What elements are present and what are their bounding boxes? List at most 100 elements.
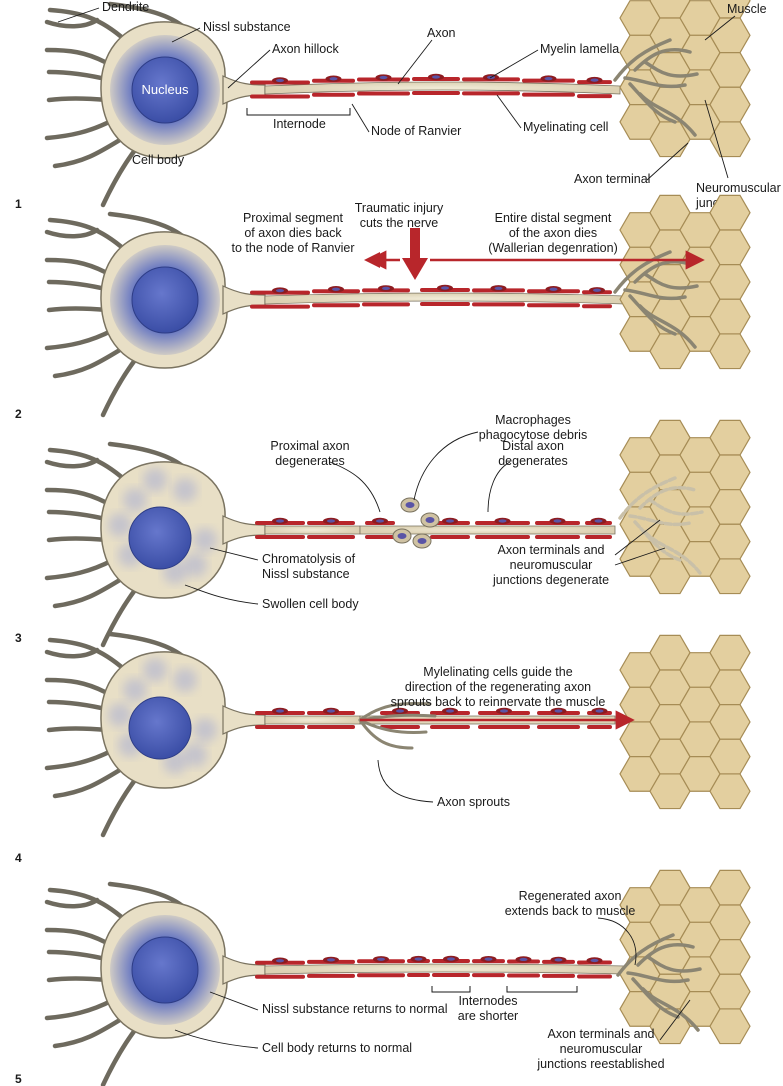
dendrite-branch xyxy=(47,887,128,923)
axon xyxy=(250,73,621,99)
dispersed-nissl xyxy=(173,478,197,502)
myelin-sheath xyxy=(362,302,410,307)
myelin-sheath xyxy=(472,973,505,978)
myelinating-cell-nucleus xyxy=(519,957,528,962)
myelinating-cell-nucleus xyxy=(327,709,335,713)
leader-line xyxy=(646,142,689,181)
internodes-label-line: Internodes xyxy=(458,994,517,1008)
terminal-branch xyxy=(638,92,697,137)
macrophage-nucleus xyxy=(425,517,435,523)
axon-sprout xyxy=(358,701,432,722)
terminal-branch xyxy=(633,520,682,562)
myelinating-cell-nucleus xyxy=(276,959,284,963)
dendrite-branch xyxy=(44,17,100,29)
muscle-fibers xyxy=(619,194,751,370)
dendrite-branch xyxy=(52,765,126,799)
muscle-fiber xyxy=(709,773,751,810)
macrophage-nucleus xyxy=(397,533,407,539)
terminals-degenerate-label: Axon terminals andneuromuscularjunctions… xyxy=(492,543,609,587)
dendrite-branch xyxy=(44,487,108,505)
leader-line xyxy=(174,1029,259,1049)
myelin-sheath xyxy=(357,91,410,96)
terminals-degenerate-label-line: neuromuscular xyxy=(510,558,593,572)
dendrite-branch xyxy=(52,575,126,609)
axon-hillock xyxy=(222,955,266,985)
terminal-branch xyxy=(613,250,672,294)
dendrite-branch xyxy=(44,997,116,1021)
distal-label-line: (Wallerian degenration) xyxy=(488,241,617,255)
node-label: Node of Ranvier xyxy=(371,124,461,138)
dispersed-nissl xyxy=(143,658,167,682)
myelin-sheath xyxy=(255,725,305,729)
dendrite-branch xyxy=(44,457,100,469)
myelin-sheath xyxy=(507,973,540,978)
dendrite-branch xyxy=(44,897,100,909)
dendrite-branch xyxy=(44,647,100,659)
dispersed-nissl xyxy=(193,528,217,552)
leader-line xyxy=(171,27,201,43)
dendrite-branch xyxy=(47,447,128,483)
axon-sprout xyxy=(358,718,428,734)
cell-normal-label: Cell body returns to normal xyxy=(262,1041,412,1055)
myelinating-cell-nucleus xyxy=(549,287,558,291)
myelinating-cell-nucleus xyxy=(276,78,284,83)
leader-line xyxy=(614,547,666,566)
terminal-branch xyxy=(641,987,700,1032)
leader-line xyxy=(614,519,661,556)
myelinating-cell-nucleus xyxy=(590,78,599,82)
myelinating-cell-nucleus xyxy=(554,709,563,713)
myelinating-cell-nucleus xyxy=(414,957,423,961)
myelin-sheath xyxy=(380,725,420,729)
guide-label-line: sprouts back to reinnervate the muscle xyxy=(391,695,606,709)
muscle-label: Muscle xyxy=(727,2,767,16)
terminal-branch xyxy=(613,38,672,82)
myelinating-cell-nucleus xyxy=(484,957,493,961)
guide-label-line: direction of the regenerating axon xyxy=(405,680,591,694)
axon xyxy=(255,707,361,729)
distal-label-line: Entire distal segment xyxy=(495,211,612,225)
myelin-sheath xyxy=(312,92,355,97)
terminal-branch xyxy=(643,60,699,78)
dendrite-branch xyxy=(44,227,100,239)
nucleus xyxy=(128,506,192,570)
myelinating-cell-nucleus xyxy=(327,519,335,523)
dendrite-branch xyxy=(46,976,110,983)
myelinating-cell-nucleus xyxy=(332,287,340,291)
dendrite-branch xyxy=(44,327,116,351)
terminal-branch xyxy=(618,476,677,520)
leader-line xyxy=(57,7,100,23)
terminal-branch xyxy=(623,288,687,301)
myelinating-cell-nucleus xyxy=(544,77,553,81)
myelinating-cell-nucleus xyxy=(590,958,599,963)
terminal-branch xyxy=(643,530,702,575)
myelinating-cell-nucleus xyxy=(446,709,454,713)
muscle-fibers xyxy=(619,634,751,810)
proximal-arrowhead xyxy=(364,252,380,268)
axon-sprout xyxy=(358,718,414,750)
axon-shaft xyxy=(359,525,616,535)
dendrite-branch xyxy=(52,1015,126,1049)
internode-bracket xyxy=(246,108,351,116)
terminal-branch xyxy=(633,259,692,284)
guide-label-line: Mylelinating cells guide the xyxy=(423,665,572,679)
dispersed-nissl xyxy=(183,743,207,767)
myelinating-cell-nucleus xyxy=(376,519,384,523)
injury-arrow-shaft xyxy=(410,228,420,258)
terminals-degenerate-label-line: junctions degenerate xyxy=(492,573,609,587)
myelinating-cell-nucleus xyxy=(396,709,404,713)
terminal-branch xyxy=(638,485,697,510)
reestablished-label-line: junctions reestablished xyxy=(536,1057,664,1071)
myelinating-cell-nucleus xyxy=(594,519,603,523)
leader-line xyxy=(659,999,691,1041)
muscle-fibers xyxy=(619,869,751,1045)
myelin-sheath xyxy=(577,94,612,99)
panel-number: 4 xyxy=(15,851,22,865)
proximal-axon-label-line: degenerates xyxy=(275,454,345,468)
axon xyxy=(255,955,626,979)
leader-line xyxy=(329,461,381,513)
axon-shaft xyxy=(264,525,361,535)
dendrite-branch xyxy=(44,117,116,141)
terminal-branch xyxy=(628,514,692,527)
